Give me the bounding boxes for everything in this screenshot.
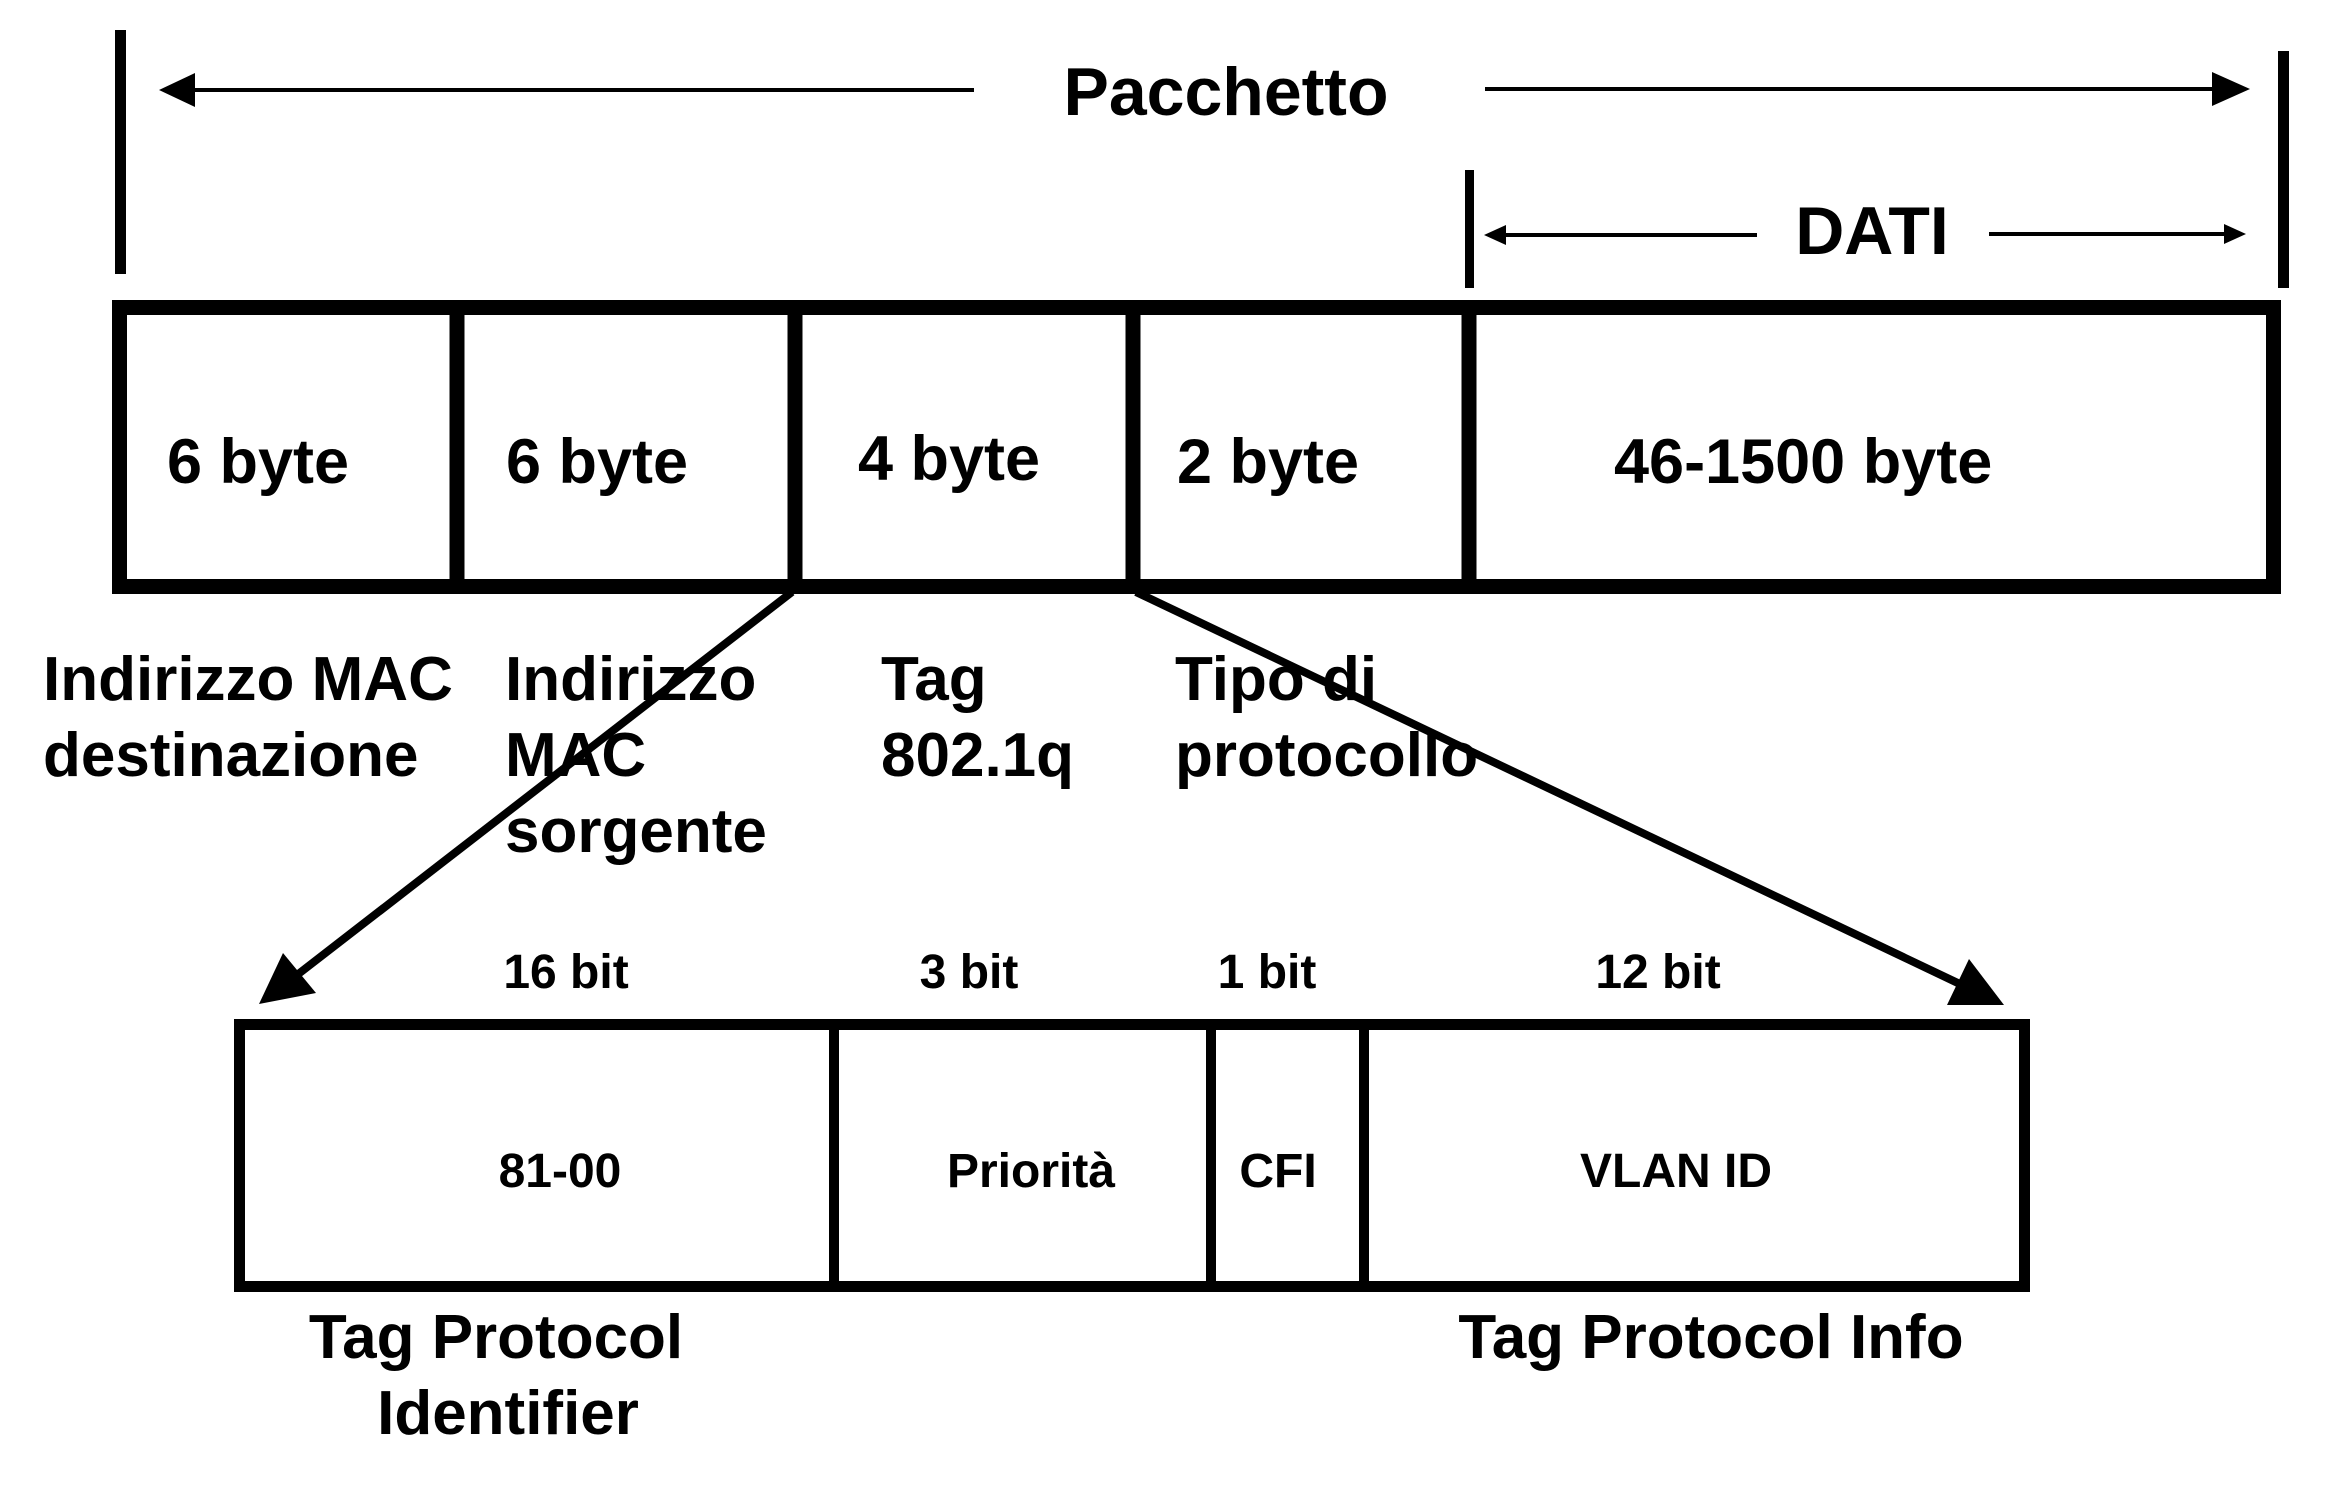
data-span: DATI (1465, 170, 2246, 288)
data-arrow-left-head (1484, 225, 1506, 245)
label-tag-line2: 802.1q (881, 721, 1074, 790)
packet-title: Pacchetto (1064, 54, 1389, 130)
packet-arrow-left-head (159, 73, 195, 107)
tag-bits-priority: 3 bit (920, 946, 1019, 999)
label-tag-line1: Tag (881, 645, 987, 714)
field-size-data: 46-1500 byte (1614, 427, 1992, 497)
tag-field-tpid: 81-00 (499, 1145, 622, 1198)
tag-box: 16 bit 3 bit 1 bit 12 bit 81-00 Priorità… (234, 946, 2030, 1448)
label-dest-mac-line1: Indirizzo MAC (43, 645, 453, 714)
tag-field-priority: Priorità (947, 1145, 1115, 1198)
data-span-label: DATI (1795, 193, 1949, 269)
expand-arrow-left-head (259, 953, 316, 1004)
tag-group-identifier-line1: Tag Protocol (309, 1303, 683, 1372)
field-size-type: 2 byte (1177, 427, 1359, 497)
data-span-left-boundary (1465, 170, 1474, 288)
tag-group-identifier-line2: Identifier (377, 1379, 639, 1448)
tag-field-vlan-id: VLAN ID (1580, 1145, 1772, 1198)
expansion-arrows (259, 588, 2004, 1005)
frame-box: 6 byte 6 byte 4 byte 2 byte 46-1500 byte (112, 300, 2281, 594)
packet-span: Pacchetto (115, 30, 2289, 288)
label-dest-mac-line2: destinazione (43, 721, 419, 790)
field-size-dest-mac: 6 byte (167, 427, 349, 497)
expand-arrow-right-head (1947, 959, 2004, 1005)
packet-arrow-right-head (2212, 72, 2250, 106)
label-src-mac-line3: sorgente (505, 797, 767, 866)
tag-group-info: Tag Protocol Info (1458, 1303, 1963, 1372)
tag-bits-tpid: 16 bit (503, 946, 628, 999)
tag-field-cfi: CFI (1239, 1145, 1316, 1198)
field-size-src-mac: 6 byte (506, 427, 688, 497)
data-arrow-right-head (2224, 224, 2246, 244)
expand-arrow-right-shaft (1134, 588, 1964, 989)
frame-box-outline (112, 300, 2281, 594)
field-size-tag: 4 byte (858, 424, 1040, 494)
tag-box-outline (234, 1019, 2030, 1292)
expand-arrow-left-shaft (294, 588, 795, 979)
packet-span-right-boundary (2278, 51, 2289, 288)
tag-bits-vlan-id: 12 bit (1595, 946, 1720, 999)
packet-span-left-boundary (115, 30, 126, 274)
tag-bits-cfi: 1 bit (1218, 946, 1317, 999)
label-src-mac-line1: Indirizzo (505, 645, 756, 714)
frame-field-labels: Indirizzo MAC destinazione Indirizzo MAC… (43, 645, 1478, 866)
